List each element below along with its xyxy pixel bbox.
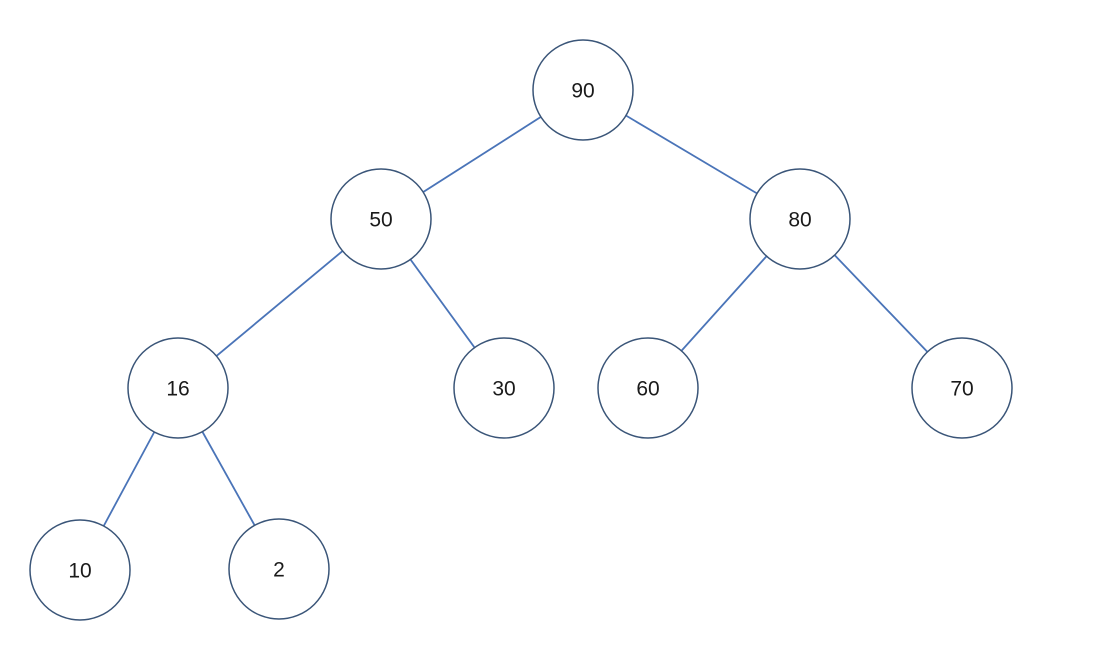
tree-node-10: 10 — [29, 519, 131, 621]
node-label: 10 — [68, 560, 91, 583]
node-label: 60 — [636, 378, 659, 401]
node-label: 80 — [788, 209, 811, 232]
tree-node-90: 90 — [532, 39, 634, 141]
node-circle — [597, 337, 699, 439]
node-circle — [532, 39, 634, 141]
node-circle — [29, 519, 131, 621]
tree-node-60: 60 — [597, 337, 699, 439]
node-label: 16 — [166, 378, 189, 401]
tree-node-80: 80 — [749, 168, 851, 270]
node-label: 90 — [571, 80, 594, 103]
tree-node-50: 50 — [330, 168, 432, 270]
node-circle — [911, 337, 1013, 439]
tree-node-16: 16 — [127, 337, 229, 439]
node-circle — [330, 168, 432, 270]
node-label: 70 — [950, 378, 973, 401]
tree-node-70: 70 — [911, 337, 1013, 439]
node-circle — [127, 337, 229, 439]
node-circle — [228, 518, 330, 620]
tree-node-30: 30 — [453, 337, 555, 439]
node-circle — [749, 168, 851, 270]
node-label: 30 — [492, 378, 515, 401]
node-label: 2 — [273, 559, 285, 582]
tree-node-2: 2 — [228, 518, 330, 620]
node-circle — [453, 337, 555, 439]
node-label: 50 — [369, 209, 392, 232]
